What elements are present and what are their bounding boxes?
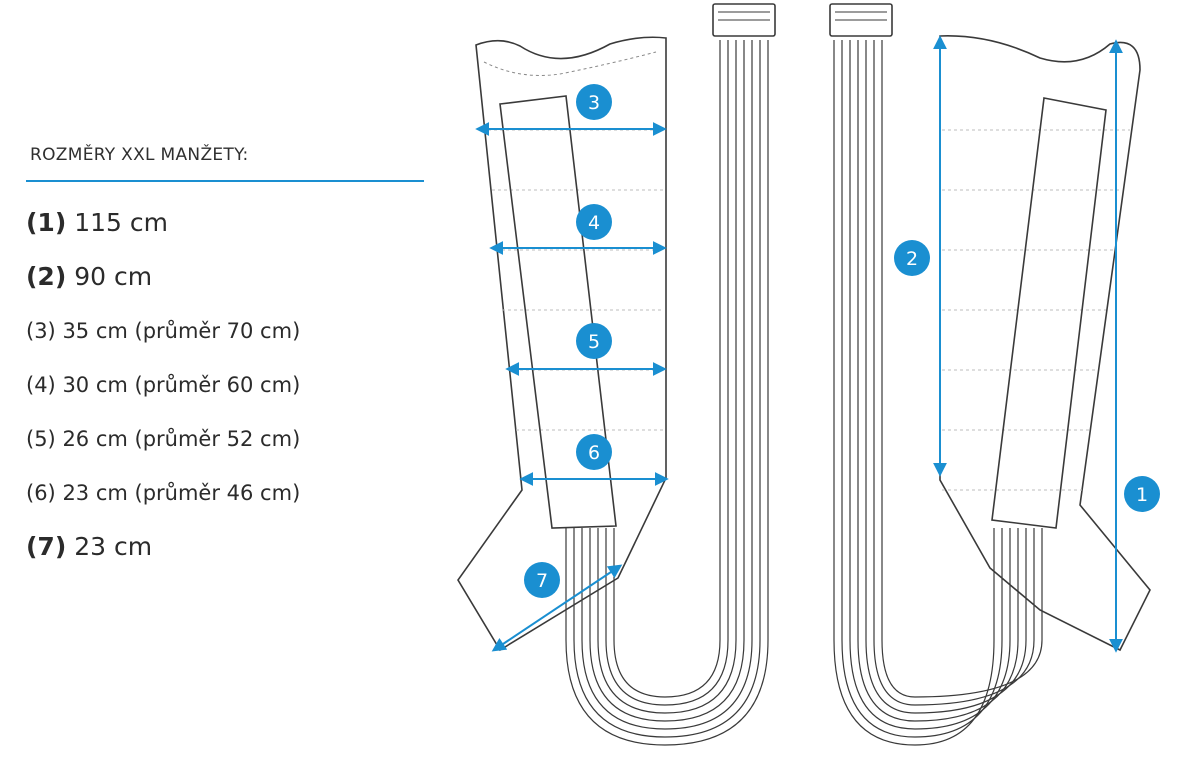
right-closure-flap	[991, 97, 1107, 529]
dimension-5: (5) 26 cm (průměr 52 cm)	[26, 412, 426, 466]
left-cuff	[457, 3, 776, 746]
marker-2: 2	[894, 240, 930, 276]
dimension-7: (7) 23 cm	[26, 520, 426, 574]
dimension-1: (1) 115 cm	[26, 196, 426, 250]
right-cuff-seams	[942, 129, 1130, 491]
marker-5-label: 5	[588, 331, 600, 353]
dimension-6: (6) 23 cm (průměr 46 cm)	[26, 466, 426, 520]
marker-7: 7	[524, 562, 560, 598]
dimension-3: (3) 35 cm (průměr 70 cm)	[26, 304, 426, 358]
dimension-3-value: 35 cm (průměr 70 cm)	[62, 319, 301, 343]
marker-6-label: 6	[588, 442, 600, 464]
heading-divider	[26, 180, 424, 182]
measure-arrow-7	[491, 564, 623, 652]
marker-6: 6	[576, 434, 612, 470]
left-closure-flap	[499, 95, 617, 529]
dimension-1-number: (1)	[26, 208, 67, 237]
dimension-2: (2) 90 cm	[26, 250, 426, 304]
dimension-5-number: (5)	[26, 427, 56, 451]
right-connector	[829, 3, 893, 37]
marker-1: 1	[1124, 476, 1160, 512]
marker-3: 3	[576, 84, 612, 120]
dimension-list-panel: ROZMĚRY XXL MANŽETY: (1) 115 cm (2) 90 c…	[26, 140, 426, 574]
marker-4: 4	[576, 204, 612, 240]
dimension-5-value: 26 cm (průměr 52 cm)	[62, 427, 301, 451]
dimension-2-number: (2)	[26, 262, 67, 291]
dimension-1-value: 115 cm	[74, 208, 168, 237]
dimension-list: (1) 115 cm (2) 90 cm (3) 35 cm (průměr 7…	[26, 196, 426, 574]
dimension-2-value: 90 cm	[74, 262, 153, 291]
dimension-7-value: 23 cm	[74, 532, 153, 561]
dimension-6-number: (6)	[26, 481, 56, 505]
marker-2-label: 2	[906, 248, 918, 270]
marker-1-label: 1	[1136, 484, 1148, 506]
right-cuff-outline	[939, 35, 1151, 652]
dimension-4-number: (4)	[26, 373, 56, 397]
left-cuff-seams	[488, 129, 664, 431]
dimension-3-number: (3)	[26, 319, 56, 343]
dimension-7-number: (7)	[26, 532, 67, 561]
marker-7-label: 7	[536, 570, 548, 592]
dimension-4-value: 30 cm (průměr 60 cm)	[62, 373, 301, 397]
left-cuff-outline	[457, 36, 667, 652]
marker-5: 5	[576, 323, 612, 359]
dimension-4: (4) 30 cm (průměr 60 cm)	[26, 358, 426, 412]
right-hose	[833, 40, 1043, 746]
right-cuff	[829, 3, 1151, 746]
dimensions-heading: ROZMĚRY XXL MANŽETY:	[30, 145, 249, 165]
marker-3-label: 3	[588, 92, 600, 114]
dimension-6-value: 23 cm (průměr 46 cm)	[62, 481, 301, 505]
marker-4-label: 4	[588, 212, 600, 234]
left-hose	[565, 40, 769, 746]
left-connector	[712, 3, 776, 37]
left-cuff-inner-outline	[483, 51, 657, 76]
